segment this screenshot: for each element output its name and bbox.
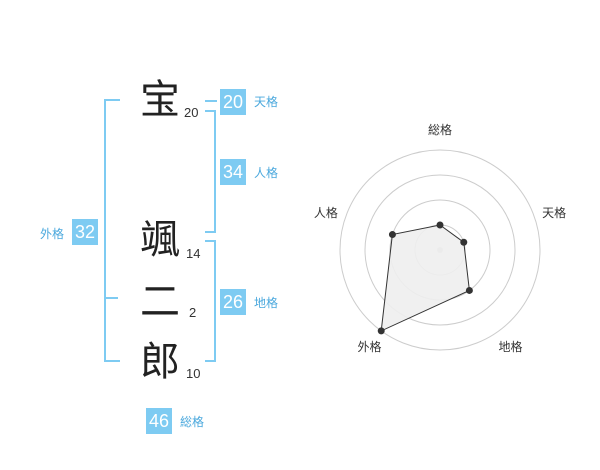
radar-point-4 [377,327,385,335]
tenkaku-badge: 20 [220,89,247,115]
jinkaku-bracket [205,110,216,233]
tenkaku-label: 天格 [254,95,279,109]
soukaku-badge: 46 [146,408,173,434]
name-char-1: 宝 [140,77,180,123]
stroke-count-4: 10 [186,366,201,381]
gaikaku-bracket [104,99,120,362]
radar-axis-label: 天格 [542,205,566,220]
jinkaku-badge: 34 [220,159,247,185]
radar-point-5 [388,231,396,239]
radar-axis-label: 外格 [357,339,381,354]
stroke-count-2: 14 [186,246,201,261]
stroke-count-1: 20 [184,105,199,120]
chikaku-label: 地格 [254,296,279,310]
radar-grid-ring [364,174,516,326]
gaikaku-bracket-tick [104,297,118,299]
name-char-4: 郎 [140,339,180,385]
name-char-2: 颯 [140,217,180,263]
soukaku-label: 総格 [180,415,205,429]
radar-point-2 [460,238,468,246]
radar-axis-label: 総格 [428,122,452,137]
radar-point-3 [465,286,473,294]
radar-point-1 [436,221,444,229]
jinkaku-label: 人格 [254,166,279,180]
tenkaku-bracket [205,100,217,102]
stroke-count-3: 2 [189,305,197,320]
chikaku-bracket [205,240,216,362]
radar-data-area [380,224,470,332]
name-char-3: 二 [140,279,180,325]
gaikaku-badge: 32 [72,219,99,245]
gaikaku-label: 外格 [40,227,65,241]
radar-axis-label: 人格 [314,205,338,220]
radar-axis-label: 地格 [499,339,523,354]
radar-grid-ring [339,149,541,351]
chikaku-badge: 26 [220,289,247,315]
